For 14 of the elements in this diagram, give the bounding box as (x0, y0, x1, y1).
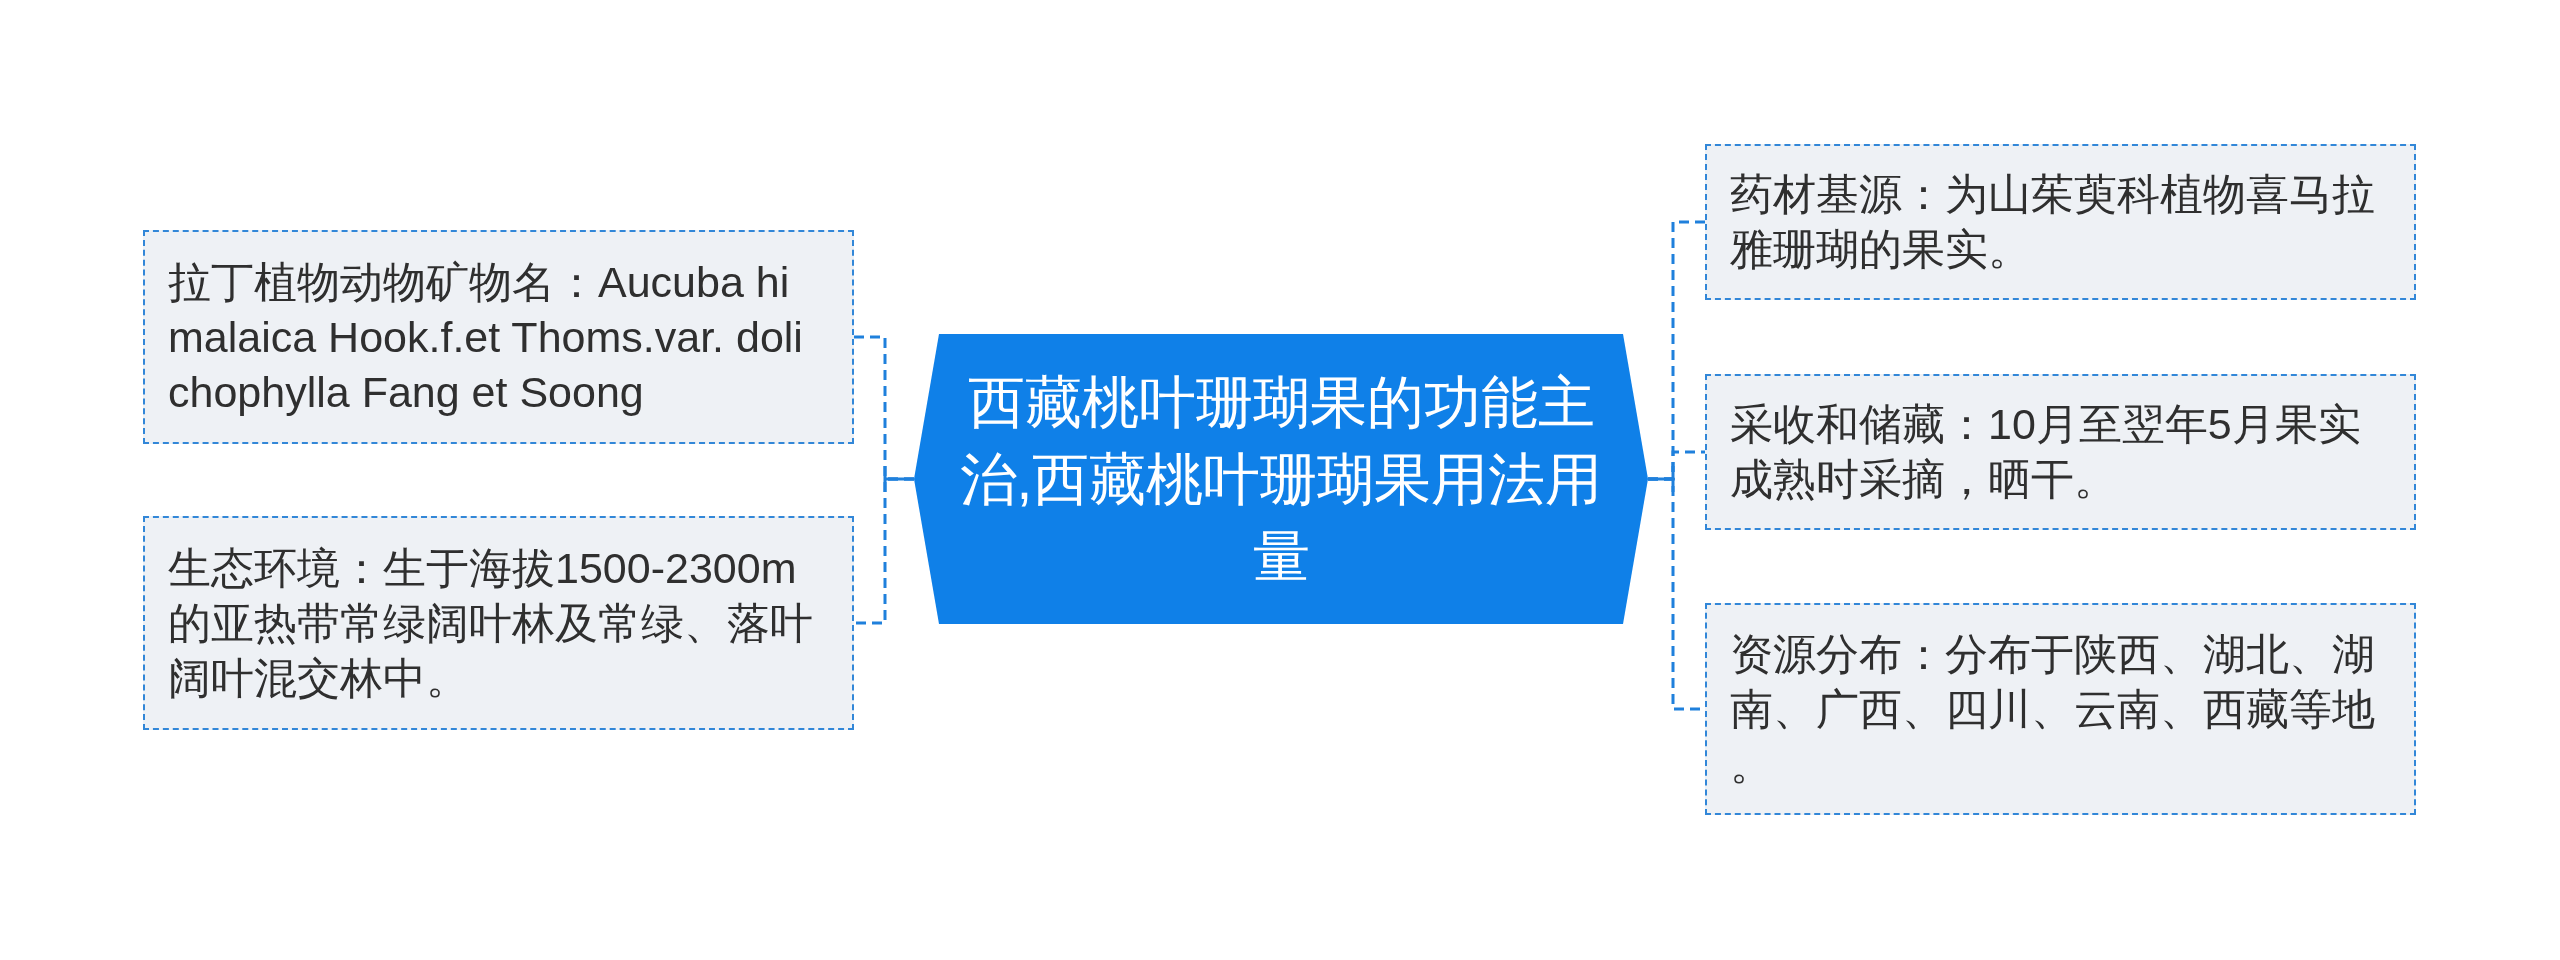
topic-box (143, 516, 854, 730)
topic-text: 拉丁植物动物矿物名：Aucuba himalaica Hook.f.et Thoms.var. dolichophylla Fang et Soong (168, 256, 804, 418)
topic-text: 药材基源：为山茱萸科植物喜马拉雅珊瑚的果实。 (1730, 169, 2376, 275)
central-topic-hexagon (914, 334, 1648, 624)
connector-junction (1646, 464, 1675, 494)
topic-box (143, 230, 854, 444)
central-topic-text: 西藏桃叶珊瑚果的功能主治,西藏桃叶珊瑚果用法用量 (958, 368, 1604, 590)
topic-box (1705, 144, 2416, 300)
topic-text: 采收和储藏：10月至翌年5月果实成熟时采摘，晒干。 (1730, 399, 2362, 505)
topic-box (1705, 374, 2416, 530)
topic-text: 资源分布：分布于陕西、湖北、湖南、广西、四川、云南、西藏等地。 (1730, 628, 2376, 790)
connector-junction (883, 464, 916, 494)
topic-text: 生态环境：生于海拔1500-2300m的亚热带常绿阔叶林及常绿、落叶阔叶混交林中。 (168, 542, 814, 704)
topic-box (1705, 603, 2416, 815)
